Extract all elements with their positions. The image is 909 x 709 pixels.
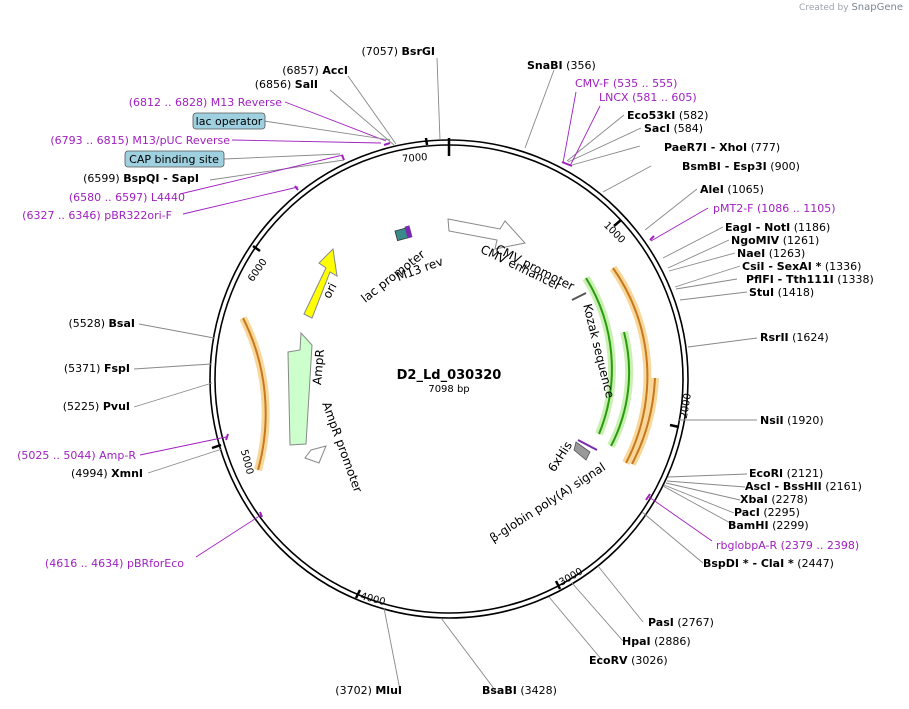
enzyme-label-pflfi: PflFI - Tth111I (1338) (746, 273, 874, 286)
enzyme-label-ecorv: EcoRV (3026) (589, 654, 668, 667)
enzyme-label-bspqi: (6599) BspQI - SapI (83, 172, 199, 185)
ampr-arrow (287, 331, 313, 446)
kozak-mark (571, 292, 587, 301)
ampr-promoter-arrow (304, 445, 327, 464)
tick-label-1000: 1000 (601, 220, 627, 246)
green-arc-inner (610, 331, 631, 447)
primer-label-pbr322ori-f: (6327 .. 6346) pBR322ori-F (22, 209, 172, 222)
enzyme-label-stui: StuI (1418) (749, 286, 814, 299)
green-arc-outer (585, 277, 613, 435)
ori-label: ori (320, 280, 340, 300)
enzyme-label-mlui: (3702) MluI (335, 684, 402, 697)
tick-label-5000: 5000 (238, 448, 255, 475)
primer-label-cmv-f: CMV-F (535 .. 555) (575, 77, 677, 90)
m13-rev-block (404, 225, 413, 239)
enzyme-label-ecori: EcoRI (2121) (749, 467, 823, 480)
his-block (573, 441, 591, 461)
ampr-label: AmpR (310, 349, 327, 386)
tick-6000 (252, 244, 261, 253)
tick-2000 (669, 423, 680, 429)
primer-label-lncx: LNCX (581 .. 605) (599, 91, 697, 104)
enzyme-label-ngomiv: NgoMIV (1261) (731, 234, 819, 247)
enzyme-label-pvui: (5225) PvuI (63, 400, 130, 413)
enzyme-label-asci: AscI - BssHII (2161) (745, 480, 862, 493)
enzyme-label-rsrii: RsrII (1624) (760, 331, 829, 344)
enzyme-label-eco53ki: Eco53kI (582) (627, 109, 708, 122)
plasmid-size: 7098 bp (428, 384, 469, 395)
enzyme-label-saci: SacI (584) (644, 122, 703, 135)
enzyme-labels: (7057) BsrGI (6857) AccI (6856) SalI (65… (63, 45, 874, 697)
snapgene-logo: SnapGene (851, 2, 903, 13)
cmv-arrow (447, 218, 526, 250)
his-tag-mark (577, 439, 598, 451)
boxed-labels: lac operator CAP binding site (124, 112, 391, 168)
enzyme-label-acci: (6857) AccI (282, 64, 348, 77)
cap-site-leader (223, 153, 341, 160)
enzyme-label-alei: AleI (1065) (700, 183, 764, 196)
his-label: 6xHis (545, 439, 575, 475)
enzyme-label-xmni: (4994) XmnI (71, 467, 143, 480)
tick-label-6000: 6000 (246, 257, 270, 284)
cap-binding-site-label: CAP binding site (129, 153, 219, 166)
enzyme-label-bamhi: BamHI (2299) (728, 519, 809, 532)
plasmid-name: D2_Ld_030320 (397, 368, 502, 383)
enzyme-label-hpai: HpaI (2886) (622, 635, 691, 648)
enzyme-label-bsrgi: (7057) BsrGI (361, 45, 435, 58)
primer-labels: (6812 .. 6828) M13 Reverse (6793 .. 6815… (17, 77, 859, 570)
primer-label-pbrforeco: (4616 .. 4634) pBRforEco (45, 557, 184, 570)
primer-marks (225, 142, 655, 518)
primer-label-pmt2-f: pMT2-F (1086 .. 1105) (713, 202, 836, 215)
snapgene-credit: Created by SnapGene (799, 2, 903, 13)
enzyme-label-csii: CsiI - SexAI * (1336) (742, 260, 861, 273)
enzyme-label-bspdi: BspDI * - ClaI * (2447) (703, 557, 834, 570)
tick-7000 (424, 137, 429, 146)
tick-3000 (554, 580, 562, 590)
lac-operator-leader (263, 120, 391, 141)
ori-arrow (303, 247, 338, 319)
primer-label-rbglobpa-r: rbglobpA-R (2379 .. 2398) (716, 539, 859, 552)
primer-label-amp-r: (5025 .. 5044) Amp-R (17, 449, 136, 462)
enzyme-label-bsai: (5528) BsaI (68, 317, 135, 330)
orange-arc-left (242, 317, 267, 471)
primer-leader-lines (139, 91, 713, 558)
orange-arc-inner (612, 267, 649, 464)
credit-text: Created by (799, 3, 849, 13)
tick-1000 (613, 219, 622, 227)
enzyme-label-naei: NaeI (1263) (737, 247, 805, 260)
tick-label-7000: 7000 (402, 152, 428, 165)
ampr-promoter-label: AmpR promoter (319, 400, 365, 494)
enzyme-label-pasi: PasI (2767) (648, 616, 714, 629)
lac-operator-label: lac operator (196, 115, 263, 128)
enzyme-label-fspi: (5371) FspI (64, 362, 130, 375)
enzyme-label-paer7i: PaeR7I - XhoI (777) (664, 141, 780, 154)
enzyme-label-bsmbi: BsmBI - Esp3I (900) (682, 160, 800, 173)
enzyme-label-xbai: XbaI (2278) (740, 493, 808, 506)
orange-arc-outer (631, 377, 656, 465)
enzyme-label-bsabi: BsaBI (3428) (482, 684, 557, 697)
primer-label-m13-reverse: (6812 .. 6828) M13 Reverse (129, 96, 282, 109)
tick-label-2000: 2000 (679, 393, 694, 420)
enzyme-label-eagi: EagI - NotI (1186) (725, 221, 830, 234)
enzyme-label-sali: (6856) SalI (255, 78, 318, 91)
enzyme-label-nsii: NsiI (1920) (760, 414, 824, 427)
tick-5000 (211, 443, 222, 450)
primer-label-l4440: (6580 .. 6597) L4440 (69, 191, 185, 204)
orf-arcs (239, 265, 659, 472)
lac-operator-box (192, 112, 266, 130)
polya-label: β-globin poly(A) signal (487, 460, 608, 545)
primer-label-m13-puc-reverse: (6793 .. 6815) M13/pUC Reverse (50, 134, 230, 147)
enzyme-leader-lines (133, 57, 758, 691)
tick-4000 (354, 589, 362, 599)
cap-binding-site-box (124, 150, 225, 168)
enzyme-label-paci: PacI (2295) (734, 506, 800, 519)
enzyme-label-snabi: SnaBI (356) (527, 59, 596, 72)
